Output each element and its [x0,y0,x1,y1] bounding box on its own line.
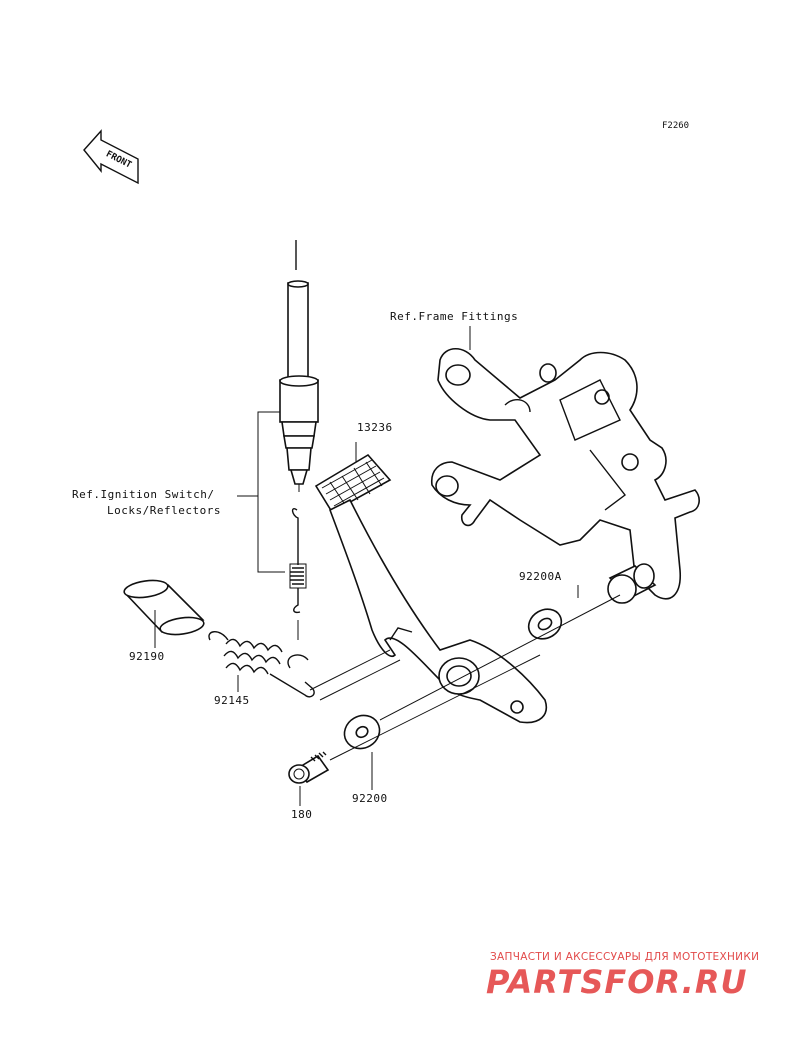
label-ignition-line1: Ref.Ignition Switch/ [72,488,215,501]
washer-92200 [343,714,381,790]
front-arrow-icon: FRONT [83,129,139,185]
diagram-code: F2260 [662,121,690,131]
return-spring-92145 [208,631,315,698]
label-ignition-line2: Locks/Reflectors [107,504,221,517]
switch-spring [289,508,307,640]
brake-pedal [314,453,547,724]
brake-switch-rod [279,240,319,492]
label-92145: 92145 [214,694,250,707]
ignition-ref-bracket [237,411,285,573]
washer-92200A [527,608,563,640]
label-92200A: 92200A [519,570,562,583]
label-frame-fittings: Ref.Frame Fittings [390,310,519,323]
label-180: 180 [291,808,313,821]
collar-92190 [123,579,205,648]
pivot-bushing [577,563,657,604]
label-92190: 92190 [129,650,165,663]
label-92200: 92200 [352,792,388,805]
bolt-180 [288,751,330,806]
watermark-logo: PARTSFOR.RU [486,963,748,1001]
watermark-tagline: ЗАПЧАСТИ И АКСЕССУАРЫ ДЛЯ МОТОТЕХНИКИ [490,951,760,963]
alignment-lines [309,442,621,761]
frame-fittings [430,326,700,600]
label-13236: 13236 [357,421,393,434]
